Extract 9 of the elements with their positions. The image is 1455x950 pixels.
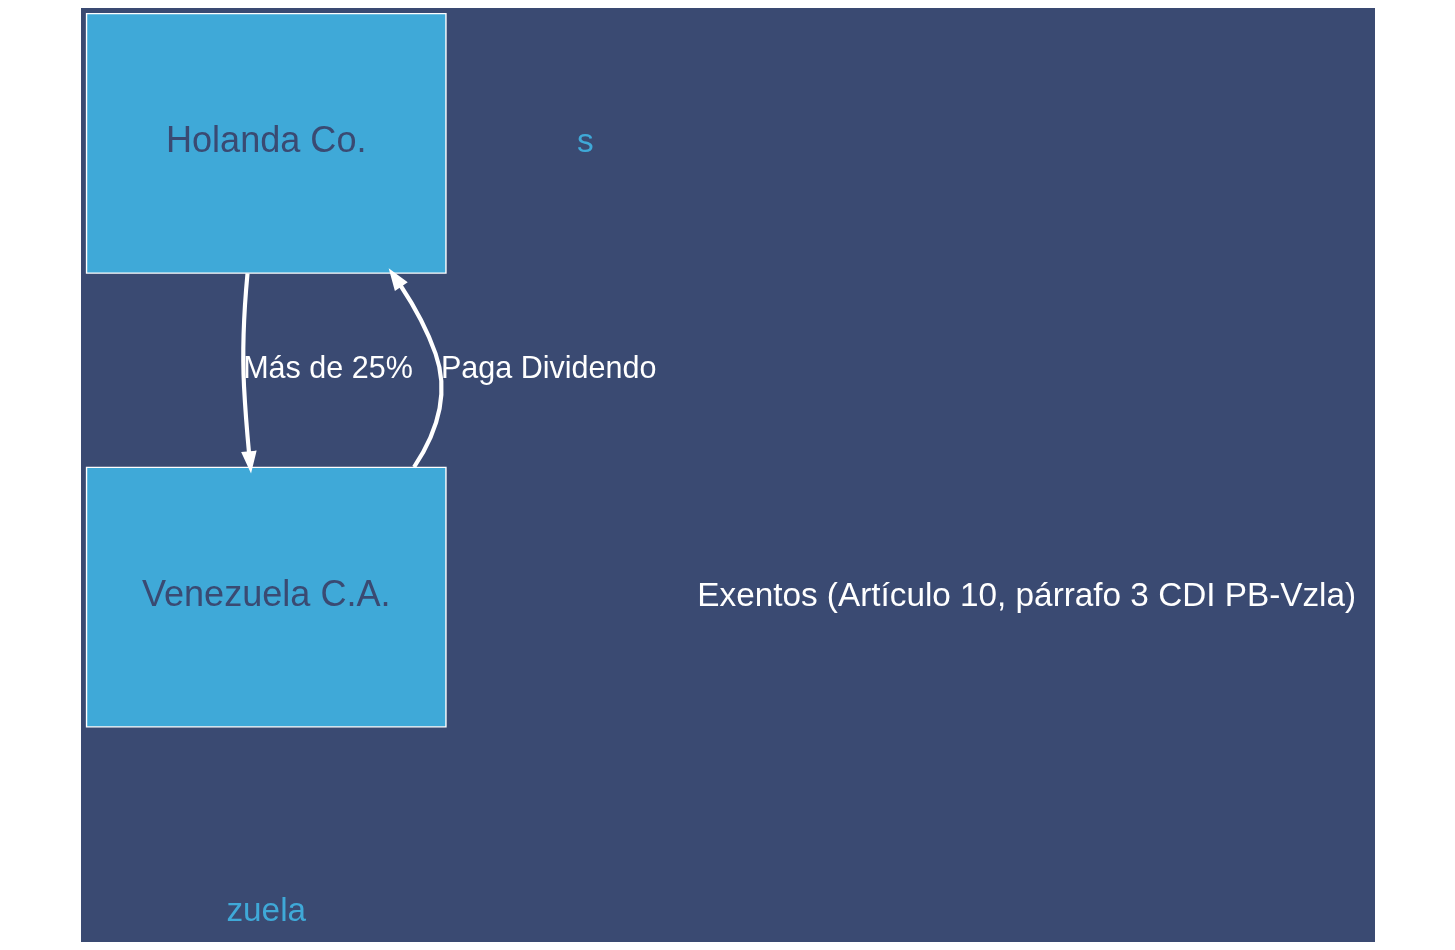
label: s — [576, 121, 594, 159]
arrow — [388, 268, 443, 469]
edge-label: Más de 25% — [242, 350, 413, 384]
node-box: Venezuela C.A. — [85, 466, 447, 728]
arrow — [240, 273, 257, 474]
label: zuela — [225, 891, 306, 929]
edge-label: Paga Dividendo — [440, 350, 656, 384]
label: Exentos (Artículo 10, párrafo 3 CDI PB-Vzla) — [696, 575, 1356, 613]
node-box: Holanda Co. — [85, 12, 447, 274]
